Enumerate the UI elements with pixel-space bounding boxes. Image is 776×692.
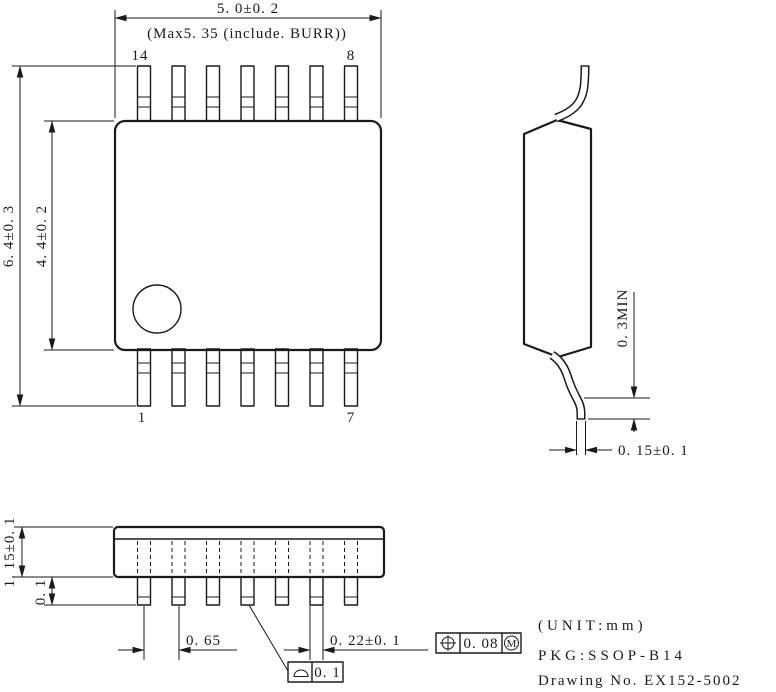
dim-standoff-min-label: 0. 3MIN <box>615 289 631 348</box>
dim-standoff-label: 0. 1 <box>33 579 49 606</box>
front-view-pins <box>136 541 359 606</box>
pin <box>171 65 186 122</box>
pin <box>309 576 324 606</box>
mmc-modifier-icon: M <box>504 635 519 651</box>
pin <box>274 576 290 606</box>
front-view: 1. 15±0. 1 0. 1 0. 65 0. 22±0. 1 <box>2 517 522 683</box>
dim-body-width-label: 5. 0±0. 2 <box>217 1 279 17</box>
pin <box>205 65 221 122</box>
bottom-lead <box>549 351 586 419</box>
top-view-pins-upper <box>136 65 359 122</box>
tolerance-frame-box <box>287 661 344 683</box>
seating-plane-tolerance-value: 0. 1 <box>314 665 341 681</box>
dim-lead-pitch: 0. 65 <box>118 606 237 660</box>
pin <box>171 576 186 606</box>
dim-body-width: 5. 0±0. 2 (Max5. 35 (include. BURR)) <box>114 1 382 118</box>
pin <box>274 65 290 122</box>
drawing-number: Drawing No. EX152-5002 <box>538 673 742 689</box>
pin <box>171 348 186 407</box>
top-view: 5. 0±0. 2 (Max5. 35 (include. BURR)) 14 … <box>1 1 383 426</box>
dim-lead-width-label: 0. 22±0. 1 <box>330 633 401 649</box>
pin <box>240 576 255 606</box>
package-name: PKG:SSOP-B14 <box>538 648 686 664</box>
dim-lead-thickness: 0. 15±0. 1 <box>549 421 689 459</box>
modifier-letter: M <box>507 638 517 650</box>
seating-plane-tolerance-frame: 0. 1 <box>248 604 344 683</box>
pin <box>136 576 152 606</box>
position-symbol-icon <box>440 635 456 651</box>
modifier-circle <box>504 635 519 651</box>
tolerance-frame-box <box>435 632 522 654</box>
pin <box>240 348 255 407</box>
pin-number-1: 1 <box>138 410 147 426</box>
bottom-lead-inner <box>550 352 584 419</box>
position-tolerance-frame: 0. 08 M <box>435 632 522 654</box>
front-body-outline <box>112 525 386 579</box>
dim-height-label: 1. 15±0. 1 <box>2 517 18 588</box>
position-tolerance-value: 0. 08 <box>464 636 499 652</box>
pin <box>343 348 359 407</box>
pin <box>136 65 152 122</box>
dim-body-length: 4. 4±0. 2 <box>34 120 114 351</box>
dim-standoff: 0. 1 <box>33 576 136 606</box>
pin <box>274 348 290 407</box>
dim-height: 1. 15±0. 1 <box>2 517 113 588</box>
pin <box>205 348 221 407</box>
pin1-indicator-circle <box>132 284 182 334</box>
dim-lead-thickness-label: 0. 15±0. 1 <box>618 443 689 459</box>
dim-overall-length: 6. 4±0. 3 <box>1 65 136 407</box>
pin <box>240 65 255 122</box>
title-block: (UNIT:mm) PKG:SSOP-B14 Drawing No. EX152… <box>538 618 742 689</box>
package-body-outline <box>113 119 383 352</box>
top-lead-inner <box>554 65 588 121</box>
seating-plane-symbol-icon <box>293 669 309 677</box>
pin <box>309 65 324 122</box>
pin <box>343 576 359 606</box>
leader-line <box>248 604 289 672</box>
top-view-pins-lower <box>136 348 359 407</box>
pin <box>136 348 152 407</box>
pin <box>205 576 221 606</box>
dim-body-length-label: 4. 4±0. 2 <box>34 205 50 267</box>
pin <box>343 65 359 122</box>
side-view: 0. 3MIN 0. 15±0. 1 <box>522 65 689 459</box>
pin-number-8: 8 <box>347 48 356 64</box>
dim-lead-pitch-label: 0. 65 <box>186 633 221 649</box>
pin-number-14: 14 <box>132 48 149 64</box>
pin <box>309 348 324 407</box>
dim-standoff-min: 0. 3MIN <box>584 289 650 432</box>
dim-lead-width: 0. 22±0. 1 <box>284 606 428 660</box>
pin-number-7: 7 <box>347 410 356 426</box>
dim-max-width-note: (Max5. 35 (include. BURR)) <box>147 26 347 42</box>
side-body-outline <box>522 118 593 359</box>
dim-overall-length-label: 6. 4±0. 3 <box>1 205 17 267</box>
unit-note: (UNIT:mm) <box>538 618 647 634</box>
